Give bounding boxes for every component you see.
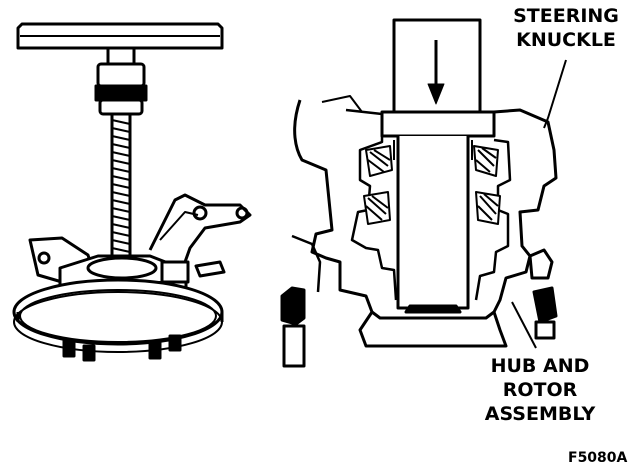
steering-knuckle-label-line1: STEERING [513,5,619,27]
knuckle-left-section [293,95,398,313]
press-threaded-rod [110,112,132,266]
rotor-disc [12,278,224,353]
leader-lines [511,59,567,349]
press-top-plate [16,22,224,50]
hub-rotor-label-line2: ROTOR [503,379,578,401]
bearings [363,145,501,225]
press-upper-fitting [94,46,148,116]
steering-knuckle-label-line2: KNUCKLE [516,29,616,51]
hub-flange [358,304,508,348]
label-steering-knuckle: STEERING KNUCKLE [513,5,619,51]
hub-cross-section [280,18,567,368]
press-tool-illustration [12,22,252,362]
press-adapter-ring [380,110,496,138]
press-direction-arrow-icon [427,40,445,105]
wheel-studs [62,334,182,362]
hub-rotor-label-line1: HUB AND [491,355,590,377]
right-wheel-stud [528,248,558,340]
knuckle-right-section [474,108,558,313]
figure-id: F5080A [568,450,628,466]
left-wheel-stud [280,234,322,368]
label-hub-rotor-assembly: HUB AND ROTOR ASSEMBLY [485,355,596,425]
hub-rotor-label-line3: ASSEMBLY [485,403,596,425]
knuckle-arm [148,193,252,263]
hub-spindle [393,136,473,310]
